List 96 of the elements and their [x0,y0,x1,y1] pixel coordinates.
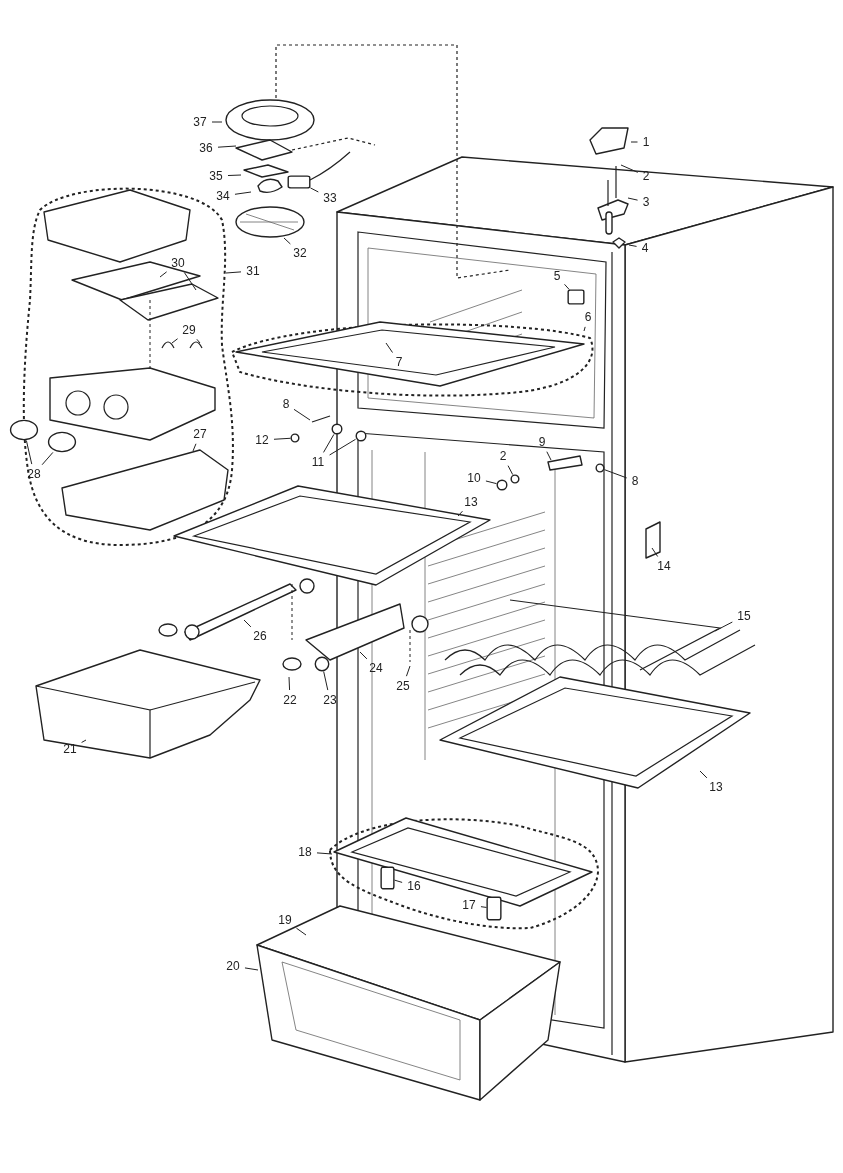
leader-line [627,197,639,201]
callout-number: 2 [497,449,509,463]
washer [356,431,366,441]
callout-number: 35 [207,169,225,183]
leader-line [699,770,708,779]
callout-number: 32 [291,246,309,260]
leader-line [630,141,638,143]
leader-line [234,191,252,195]
callout-number: 15 [735,609,753,623]
callout-number: 13 [462,495,480,509]
leader-line [628,244,638,247]
callout-number: 18 [296,845,314,859]
knob [10,420,38,440]
leader-line [457,510,463,517]
callout-number: 10 [465,471,483,485]
leader-line [651,547,659,557]
leader-line [405,665,411,677]
callout-number: 23 [321,693,339,707]
callout-number: 6 [582,310,594,324]
callout-number: 2 [640,169,652,183]
callout-number: 25 [394,679,412,693]
callout-number: 27 [191,427,209,441]
callout-number: 8 [629,474,641,488]
callout-number: 12 [253,433,271,447]
callout-number: 1 [640,135,652,149]
callout-number: 20 [224,959,242,973]
callout-number: 37 [191,115,209,129]
callout-number: 14 [655,559,673,573]
knob [48,432,76,452]
callout-number: 8 [280,397,292,411]
leader-line [293,408,311,421]
callout-number: 31 [244,264,262,278]
fan-knob [568,290,584,304]
leader-line [385,342,393,353]
leader-line [295,927,307,936]
callout-number: 33 [321,191,339,205]
leader-line [273,437,291,440]
callout-number: 11 [309,455,327,469]
leader-line [211,121,223,123]
callout-number: 17 [460,898,478,912]
leader-line [620,164,639,173]
wheel [315,657,329,671]
callout-number: 4 [639,241,651,255]
leader-line [288,676,291,691]
leader-line [603,469,628,479]
leader-line [217,145,237,148]
leader-line [583,326,586,332]
washer [511,475,519,483]
leader-line [329,438,357,456]
leader-line [171,338,179,344]
leader-line [243,619,252,628]
leader-line [309,187,319,193]
callout-number: 7 [393,355,405,369]
leader-line [485,480,497,485]
callout-number: 30 [169,256,187,270]
leader-line [359,651,368,660]
leader-line [225,271,242,274]
leader-line [323,671,329,691]
callout-number: 3 [640,195,652,209]
leader-line [546,451,552,461]
callout-number: 5 [551,269,563,283]
callout-number: 29 [180,323,198,337]
leader-line [323,433,335,453]
callout-number: 9 [536,435,548,449]
leader-line [25,440,33,465]
leader-line [714,621,733,632]
callout-number: 13 [707,780,725,794]
leader-line [81,739,87,743]
leader-line [283,237,291,245]
leader-line [564,283,570,291]
callout-number: 16 [405,879,423,893]
clip [381,867,394,889]
leader-line [316,852,333,855]
callout-number: 36 [197,141,215,155]
callout-number: 34 [214,189,232,203]
leader-line [192,443,197,452]
callout-number: 24 [367,661,385,675]
lamp-socket [288,176,310,188]
washer [332,424,342,434]
callout-number: 26 [251,629,269,643]
washer [291,434,299,442]
leader-line [159,271,168,278]
washer [497,480,507,490]
leader-line [394,879,403,883]
callout-number: 21 [61,742,79,756]
leader-line [41,451,54,466]
clip [487,897,501,920]
washer [596,464,604,472]
leader-line [196,338,201,344]
leader-line [183,272,197,291]
leader-line [507,465,514,476]
leader-line [480,906,487,908]
callout-number: 19 [276,913,294,927]
leader-line [244,967,259,971]
callout-number: 22 [281,693,299,707]
leader-line [227,174,242,176]
